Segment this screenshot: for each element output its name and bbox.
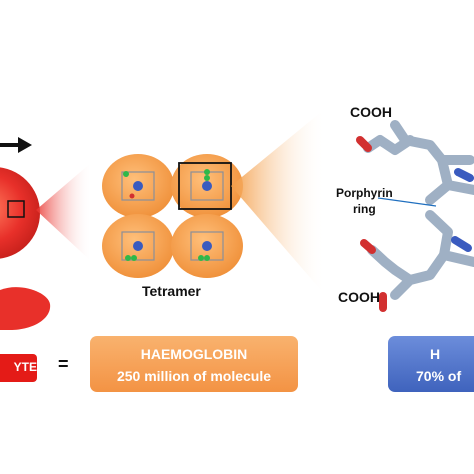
direction-arrow-icon <box>0 137 32 153</box>
erythrocyte-box-text: YTE <box>13 360 37 374</box>
equals-sign: = <box>58 354 69 374</box>
porphyrin-label-line2: ring <box>353 202 376 216</box>
porphyrin-label: Porphyrin ring <box>336 185 393 217</box>
erythrocyte-box <box>0 354 37 382</box>
red-blood-cell <box>0 167 40 259</box>
heme-title: H <box>430 346 441 362</box>
mini-heme <box>190 169 224 201</box>
heme-box <box>388 336 474 392</box>
zoom-cone-red <box>36 162 92 262</box>
porphyrin-label-line1: Porphyrin <box>336 186 393 200</box>
haemoglobin-subtitle: 250 million of molecule <box>116 368 272 384</box>
mini-heme <box>121 171 155 201</box>
heme-subtitle: 70% of <box>416 368 462 384</box>
porphyrin-pointer-line <box>377 197 437 207</box>
haemoglobin-box <box>90 336 298 392</box>
haemoglobin-title: HAEMOGLOBIN <box>140 346 248 362</box>
tetramer <box>102 154 243 278</box>
cooh-bottom-label: COOH <box>338 289 380 305</box>
mini-heme <box>190 231 224 261</box>
red-cell-blob <box>0 287 51 330</box>
zoom-square-small <box>7 200 25 218</box>
tetramer-label: Tetramer <box>142 283 201 299</box>
heme-molecule <box>356 120 474 312</box>
cooh-top-label: COOH <box>350 104 392 120</box>
haemoglobin-box-text: HAEMOGLOBIN 250 million of molecule <box>90 343 298 387</box>
zoom-cone-orange <box>231 108 326 296</box>
heme-box-text: H 70% of <box>398 343 474 387</box>
mini-heme <box>121 231 155 261</box>
